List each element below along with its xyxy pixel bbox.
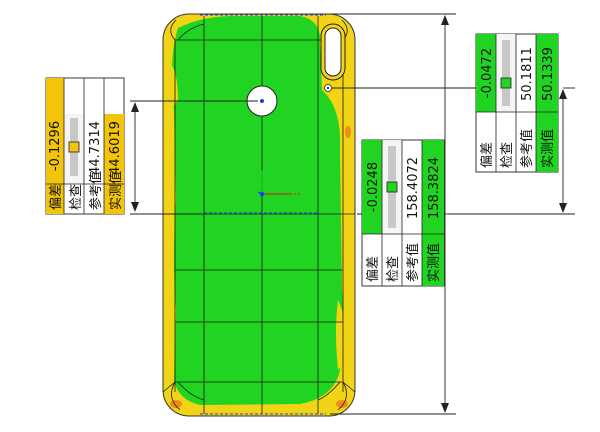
deviation-spot	[336, 400, 348, 408]
dimension-lines	[130, 13, 575, 415]
measured-value: 158.3824	[427, 157, 442, 219]
row-label-measured: 实测值	[426, 243, 442, 282]
deviation-value: -0.0472	[480, 48, 495, 98]
deviation-spot	[170, 400, 182, 408]
measured-cell	[104, 114, 124, 214]
row-label-deviation: 偏差	[366, 256, 381, 282]
row-label-measured: 实测值	[108, 171, 124, 210]
measured-cell	[536, 34, 558, 172]
row-label-deviation: 偏差	[480, 142, 495, 168]
row-label-reference: 参考值	[88, 171, 104, 210]
deviation-cell	[362, 140, 382, 234]
callout-left: -0.1296 44.7314 44.6019 偏差 检查 参考值 实测值	[45, 77, 125, 215]
hole-center	[260, 99, 264, 103]
row-label-check: 检查	[500, 142, 515, 168]
in-tolerance-region	[171, 16, 344, 405]
warning-patch	[336, 300, 347, 370]
deviation-value: -0.1296	[48, 121, 63, 171]
gauge-marker	[386, 181, 398, 193]
measured-value: 50.1339	[541, 47, 556, 101]
deviation-spot	[345, 126, 351, 138]
coordinate-axis	[257, 170, 300, 197]
callout-center: -0.0248 158.4072 158.3824 偏差 检查 参考值 实测值	[361, 139, 445, 287]
row-label-check: 检查	[386, 256, 401, 282]
row-label-deviation: 偏差	[49, 184, 64, 210]
camera-hole	[324, 27, 342, 77]
reference-value: 44.7314	[88, 121, 103, 175]
measured-value: 44.6019	[108, 121, 123, 175]
row-label-reference: 参考值	[405, 243, 421, 282]
row-label-reference: 参考值	[519, 129, 535, 168]
gauge-marker	[500, 77, 512, 89]
callout-right: -0.0472 50.1811 50.1339 偏差 检查 参考值 实测值	[475, 33, 559, 173]
deviation-cell	[476, 34, 496, 112]
reference-value: 158.4072	[406, 157, 421, 219]
row-label-check: 检查	[69, 184, 84, 210]
deviation-cell	[46, 78, 64, 214]
phone-part	[162, 13, 356, 417]
gauge-marker	[68, 141, 80, 153]
small-hole-marker	[326, 86, 330, 90]
row-label-measured: 实测值	[540, 129, 556, 168]
gauge-bar	[502, 40, 510, 106]
reference-value: 50.1811	[520, 47, 535, 101]
measured-cell	[422, 140, 444, 286]
dimension-arrows	[131, 15, 567, 413]
deviation-value: -0.0248	[366, 162, 381, 212]
warning-patch	[168, 60, 178, 110]
